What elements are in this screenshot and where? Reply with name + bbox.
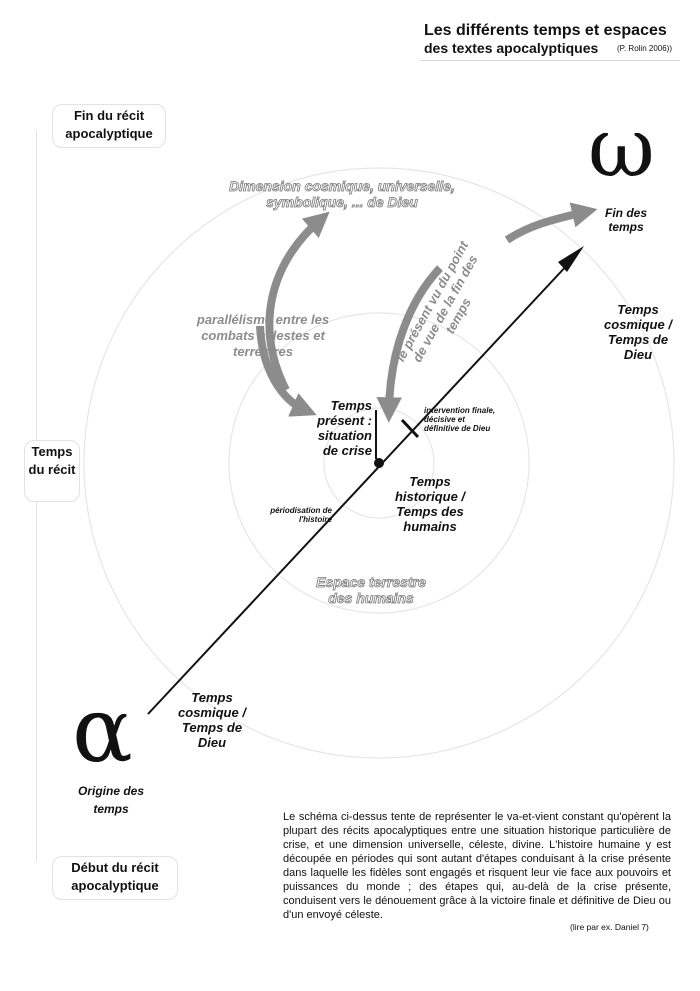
outer-circle — [83, 167, 675, 759]
omega-symbol: ω — [588, 101, 655, 196]
middle-circle — [228, 312, 530, 614]
intervention-tick — [400, 418, 420, 439]
present-point — [374, 458, 384, 468]
parallelism-label: parallélisme entre les combats célestes … — [196, 312, 330, 359]
cosmic-time-bottom-label: Temps cosmique / Temps de Dieu — [178, 690, 246, 750]
origin-of-time-label: Origine des temps — [77, 784, 145, 816]
sidebar-middle-label: Temps du récit — [28, 444, 76, 477]
page-title: Les différents temps et espaces — [424, 22, 667, 39]
sidebar-end-of-narrative: Fin du récit apocalyptique — [52, 104, 166, 148]
historical-time-label: Temps historique / Temps des humains — [394, 474, 466, 534]
sidebar-start-of-narrative: Début du récit apocalyptique — [52, 856, 178, 900]
page-subtitle: des textes apocalyptiques — [424, 40, 599, 56]
alpha-symbol: α — [72, 678, 133, 783]
intervention-label: intervention finale, décisive et définit… — [424, 406, 496, 433]
end-of-time-arrow — [504, 202, 598, 244]
present-view-arrow — [376, 265, 443, 423]
time-axis — [147, 261, 571, 715]
sidebar-narrative-time: Temps du récit — [24, 440, 80, 502]
earthly-space-label: Espace terrestre des humains — [316, 574, 427, 607]
present-time-label: Temps présent : situation de crise — [317, 398, 372, 458]
author-credit: (P. Rolin 2006)) — [617, 44, 672, 53]
sidebar-top-label: Fin du récit apocalyptique — [65, 108, 153, 141]
end-of-time-label: Fin des temps — [604, 206, 647, 234]
sidebar-bottom-label: Début du récit apocalyptique — [71, 860, 159, 893]
parallelism-arrow-down — [256, 325, 317, 417]
cosmic-dimension-label: Dimension cosmique, universelle, symboli… — [229, 178, 455, 211]
reading-note: (lire par ex. Daniel 7) — [570, 922, 649, 932]
time-axis-arrowhead — [558, 246, 584, 272]
periodization-label: périodisation de l'histoire — [270, 506, 332, 524]
cosmic-time-right-label: Temps cosmique / Temps de Dieu — [604, 302, 672, 362]
parallelism-arrow-up — [265, 211, 330, 392]
description-paragraph: Le schéma ci-dessus tente de représenter… — [283, 811, 671, 921]
header-divider — [420, 60, 680, 61]
